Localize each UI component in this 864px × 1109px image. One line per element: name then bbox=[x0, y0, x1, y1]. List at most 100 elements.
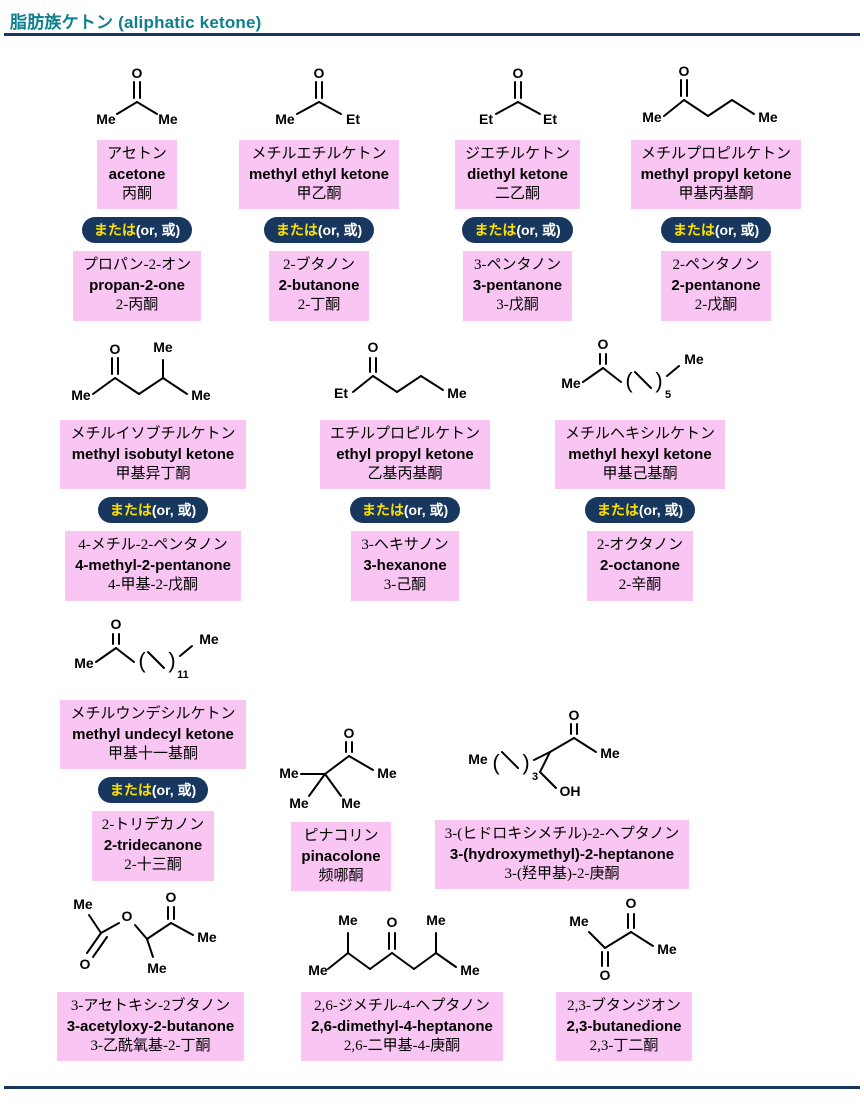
name-zh: 2-丙酮 bbox=[115, 296, 159, 313]
name-en: diethyl ketone bbox=[467, 165, 568, 183]
or-pill-ja: または bbox=[109, 782, 152, 799]
compound-pinacolone: O Me Me Me Me ピナコリン pinacolone 频哪酮 bbox=[276, 728, 406, 892]
name-ja: 3-(ヒドロキシメチル)-2-ヘプタノン bbox=[444, 826, 680, 842]
iupac-name-box: 3-ペンタノン 3-pentanone 3-戊酮 bbox=[462, 251, 573, 321]
name-zh: 2,6-二甲基-4-庚酮 bbox=[343, 1037, 461, 1054]
iupac-name-box: 4-メチル-2-ペンタノン 4-methyl-2-pentanone 4-甲基-… bbox=[65, 531, 241, 601]
atom-label: Me bbox=[199, 631, 219, 647]
atom-label: O bbox=[598, 336, 609, 352]
or-pill-ja: または bbox=[596, 502, 639, 519]
common-name-box: 3-アセトキシ-2ブタノン 3-acetyloxy-2-butanone 3-乙… bbox=[56, 992, 245, 1062]
atom-label: O bbox=[387, 914, 398, 930]
bonds bbox=[494, 81, 541, 115]
structure-methyl-isobutyl-ketone: O Me Me Me bbox=[71, 339, 211, 403]
name-en: 3-acetyloxy-2-butanone bbox=[66, 1017, 235, 1035]
structure-3-hydroxymethyl-2-heptanone: O Me ( ) 3 Me OH bbox=[468, 710, 620, 799]
name-ja: メチルヘキシルケトン bbox=[564, 426, 715, 442]
name-ja: 2-ブタノン bbox=[282, 257, 356, 274]
or-pill-latin: (or, 或) bbox=[516, 222, 561, 239]
or-pill-ja: または bbox=[474, 222, 517, 239]
name-en: 3-(hydroxymethyl)-2-heptanone bbox=[449, 845, 675, 863]
page-title: 脂肪族ケトン (aliphatic ketone) bbox=[10, 13, 262, 32]
atom-label: Me bbox=[147, 960, 167, 976]
name-ja: メチルエチルケトン bbox=[251, 146, 387, 162]
or-pill: または(or, 或) bbox=[349, 497, 461, 524]
or-pill: または(or, 或) bbox=[97, 777, 209, 804]
atom-label: Me bbox=[96, 111, 116, 127]
name-zh: 2-十三酮 bbox=[124, 856, 182, 873]
atom-label: Me bbox=[74, 655, 94, 671]
or-pill-latin: (or, 或) bbox=[151, 782, 197, 799]
common-name-box: メチルヘキシルケトン methyl hexyl ketone 甲基己基酮 bbox=[554, 420, 725, 490]
bonds bbox=[501, 723, 597, 789]
atom-label: Me bbox=[657, 941, 677, 957]
atom-label: Me bbox=[468, 751, 488, 767]
name-ja: 4-メチル-2-ペンタノン bbox=[78, 537, 228, 554]
iupac-name-box: 2-トリデカノン 2-tridecanone 2-十三酮 bbox=[91, 811, 215, 881]
name-en: pinacolone bbox=[301, 847, 381, 865]
name-zh: 2-辛酮 bbox=[618, 576, 662, 593]
structure-diethyl-ketone: O Et Et bbox=[479, 65, 557, 127]
structure-acetone: O Me Me bbox=[96, 65, 178, 127]
atom-label: Me bbox=[71, 387, 91, 403]
atom-label: O bbox=[165, 891, 176, 905]
name-ja: 3-アセトキシ-2ブタノン bbox=[70, 998, 231, 1014]
compound-3-hydroxymethyl-2-heptanone: O Me ( ) 3 Me OH 3-(ヒドロキシメチル)-2-ヘプタノン 3-… bbox=[417, 710, 707, 890]
atom-label: Me bbox=[460, 962, 480, 978]
atom-label: Me bbox=[341, 795, 361, 811]
or-pill-latin: (or, 或) bbox=[151, 502, 197, 519]
or-pill: または(or, 或) bbox=[263, 217, 375, 244]
or-pill-latin: (or, 或) bbox=[317, 222, 363, 239]
name-zh: 2-戊酮 bbox=[694, 296, 738, 313]
structure-ethyl-propyl-ketone: O Et Me bbox=[334, 339, 467, 401]
common-name-box: ピナコリン pinacolone 频哪酮 bbox=[291, 822, 391, 892]
name-en: methyl propyl ketone bbox=[640, 165, 792, 183]
name-en: methyl undecyl ketone bbox=[72, 725, 234, 743]
bonds bbox=[296, 81, 342, 115]
name-en: acetone bbox=[108, 165, 166, 183]
or-pill: または(or, 或) bbox=[660, 217, 772, 244]
structure-pinacolone: O Me Me Me Me bbox=[279, 728, 397, 811]
name-zh: 3-(羟甲基)-2-庚酮 bbox=[504, 865, 620, 882]
common-name-box: 2,3-ブタンジオン 2,3-butanedione 2,3-丁二酮 bbox=[556, 992, 692, 1062]
common-name-box: メチルエチルケトン methyl ethyl ketone 甲乙酮 bbox=[238, 140, 400, 210]
compound-3-acetyloxy-2-butanone: Me O O Me O Me 3-アセトキシ-2ブタノン 3-acetyloxy… bbox=[28, 891, 273, 1062]
iupac-name-box: 2-ペンタノン 2-pentanone 2-戊酮 bbox=[661, 251, 771, 321]
atom-label: Me bbox=[197, 929, 217, 945]
or-pill-ja: または bbox=[275, 222, 318, 239]
atom-label: Me bbox=[191, 387, 211, 403]
structure-methyl-hexyl-ketone: O Me ( ) 5 Me bbox=[561, 336, 704, 401]
atom-label: O bbox=[512, 65, 523, 81]
name-ja: アセトン bbox=[107, 146, 167, 162]
name-en: methyl isobutyl ketone bbox=[71, 445, 235, 463]
name-zh: 甲乙酮 bbox=[296, 185, 342, 202]
name-zh: 3-乙酰氧基-2-丁酮 bbox=[90, 1037, 211, 1054]
common-name-box: アセトン acetone 丙酮 bbox=[97, 140, 177, 210]
name-en: ethyl propyl ketone bbox=[336, 445, 474, 463]
or-pill-latin: (or, 或) bbox=[638, 502, 684, 519]
name-zh: 频哪酮 bbox=[318, 867, 364, 884]
bonds bbox=[352, 357, 444, 393]
name-ja: ジエチルケトン bbox=[464, 146, 570, 162]
or-pill-ja: または bbox=[109, 502, 152, 519]
bonds bbox=[85, 906, 194, 958]
bonds bbox=[92, 357, 188, 395]
compound-methyl-isobutyl-ketone: O Me Me Me メチルイソブチルケトン methyl isobutyl k… bbox=[38, 336, 268, 601]
name-ja: 2-オクタノン bbox=[596, 537, 684, 554]
or-pill: または(or, 或) bbox=[97, 497, 209, 524]
divider-top bbox=[4, 33, 860, 36]
atom-label: Me bbox=[684, 351, 704, 367]
name-ja: プロパン-2-オン bbox=[82, 257, 192, 274]
atom-label: Me bbox=[73, 896, 93, 912]
atom-label: Me bbox=[153, 339, 173, 355]
paren-close: ) bbox=[655, 368, 662, 393]
paren-close: ) bbox=[522, 750, 529, 775]
name-zh: 甲基异丁酮 bbox=[115, 465, 191, 482]
atom-label: Me bbox=[447, 385, 467, 401]
name-zh: 甲基丙基酮 bbox=[678, 185, 754, 202]
or-pill-ja: または bbox=[361, 502, 404, 519]
structure-2-3-butanedione: Me O O Me bbox=[569, 895, 677, 983]
atom-label: OH bbox=[560, 783, 581, 799]
repeat-subscript: 5 bbox=[665, 389, 671, 401]
